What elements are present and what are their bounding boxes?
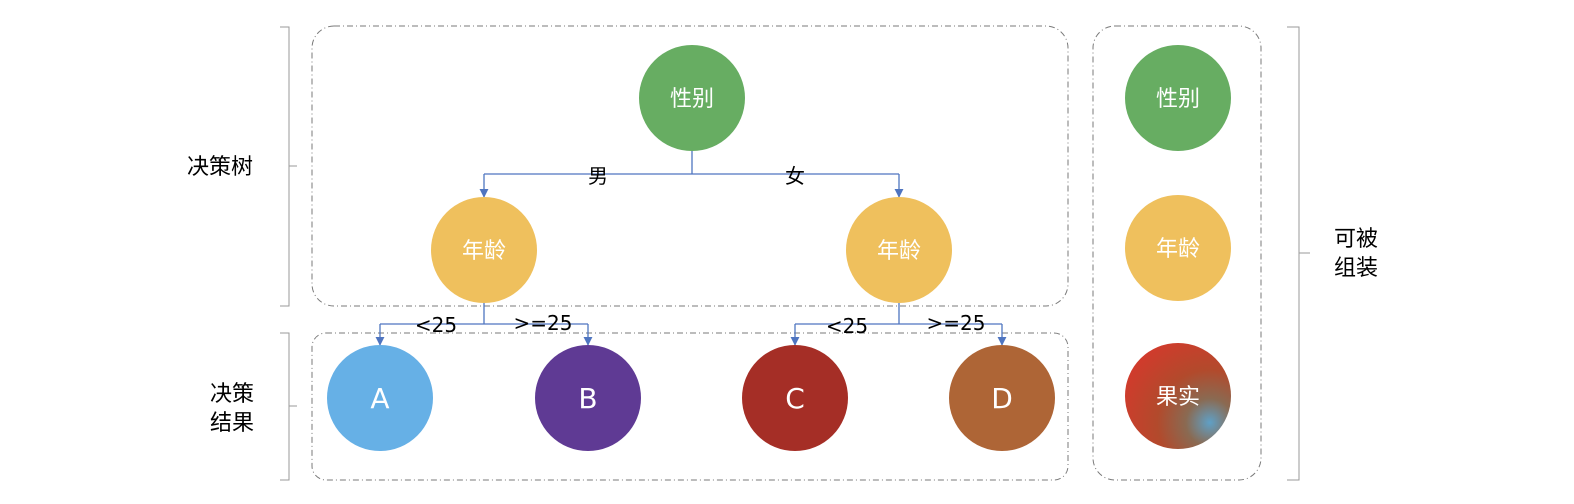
result-bracket: [280, 332, 297, 481]
edge-label-male: 男: [588, 164, 608, 188]
edge-label-right-ge: >=25: [927, 311, 986, 335]
connector-age-left: [380, 303, 588, 325]
node-root-circle: [639, 45, 745, 151]
result-frame: [311, 332, 1069, 481]
component-fruit-label: 果实: [1156, 385, 1200, 410]
component-age: 年龄: [1125, 195, 1231, 301]
node-age-left-circle: [431, 197, 537, 303]
leaf-a-circle: [327, 345, 433, 451]
leaf-d-label: D: [991, 382, 1013, 415]
result-label-line2: 结果: [210, 411, 254, 436]
component-gender: 性别: [1125, 45, 1231, 151]
leaf-b: B: [535, 345, 641, 451]
leaf-c-label: C: [785, 382, 805, 415]
tree-bracket: [280, 26, 297, 307]
result-label-line1: 决策: [210, 382, 254, 407]
component-fruit: 果实: [1125, 343, 1231, 449]
edge-label-left-lt: <25: [415, 313, 457, 337]
connector-root: [484, 151, 899, 175]
component-fruit-circle: [1125, 343, 1231, 449]
combine-label-line1: 可被: [1334, 227, 1378, 252]
edge-label-right-lt: <25: [826, 314, 868, 338]
edge-label-left-ge: >=25: [514, 311, 573, 335]
tree-label: 决策树: [187, 155, 253, 180]
leaf-a: A: [327, 345, 433, 451]
tree-frame: [311, 25, 1069, 307]
leaf-b-label: B: [578, 382, 597, 415]
leaf-c-circle: [742, 345, 848, 451]
edge-label-female: 女: [785, 164, 805, 188]
component-age-label: 年龄: [1156, 237, 1200, 262]
component-bracket: [1287, 26, 1310, 481]
component-frame: [1092, 25, 1262, 481]
leaf-d: D: [949, 345, 1055, 451]
node-age-right-circle: [846, 197, 952, 303]
component-gender-circle: [1125, 45, 1231, 151]
component-gender-label: 性别: [1156, 87, 1200, 112]
node-age-left-label: 年龄: [462, 239, 506, 264]
connector-age-right: [795, 303, 1002, 325]
node-age-right: 年龄: [846, 197, 952, 303]
combine-label-line2: 组装: [1334, 256, 1378, 281]
component-age-circle: [1125, 195, 1231, 301]
node-age-right-label: 年龄: [877, 239, 921, 264]
node-root: 性别: [639, 45, 745, 151]
node-age-left: 年龄: [431, 197, 537, 303]
leaf-c: C: [742, 345, 848, 451]
leaf-a-label: A: [370, 382, 389, 415]
node-root-label: 性别: [670, 87, 714, 112]
leaf-b-circle: [535, 345, 641, 451]
leaf-d-circle: [949, 345, 1055, 451]
